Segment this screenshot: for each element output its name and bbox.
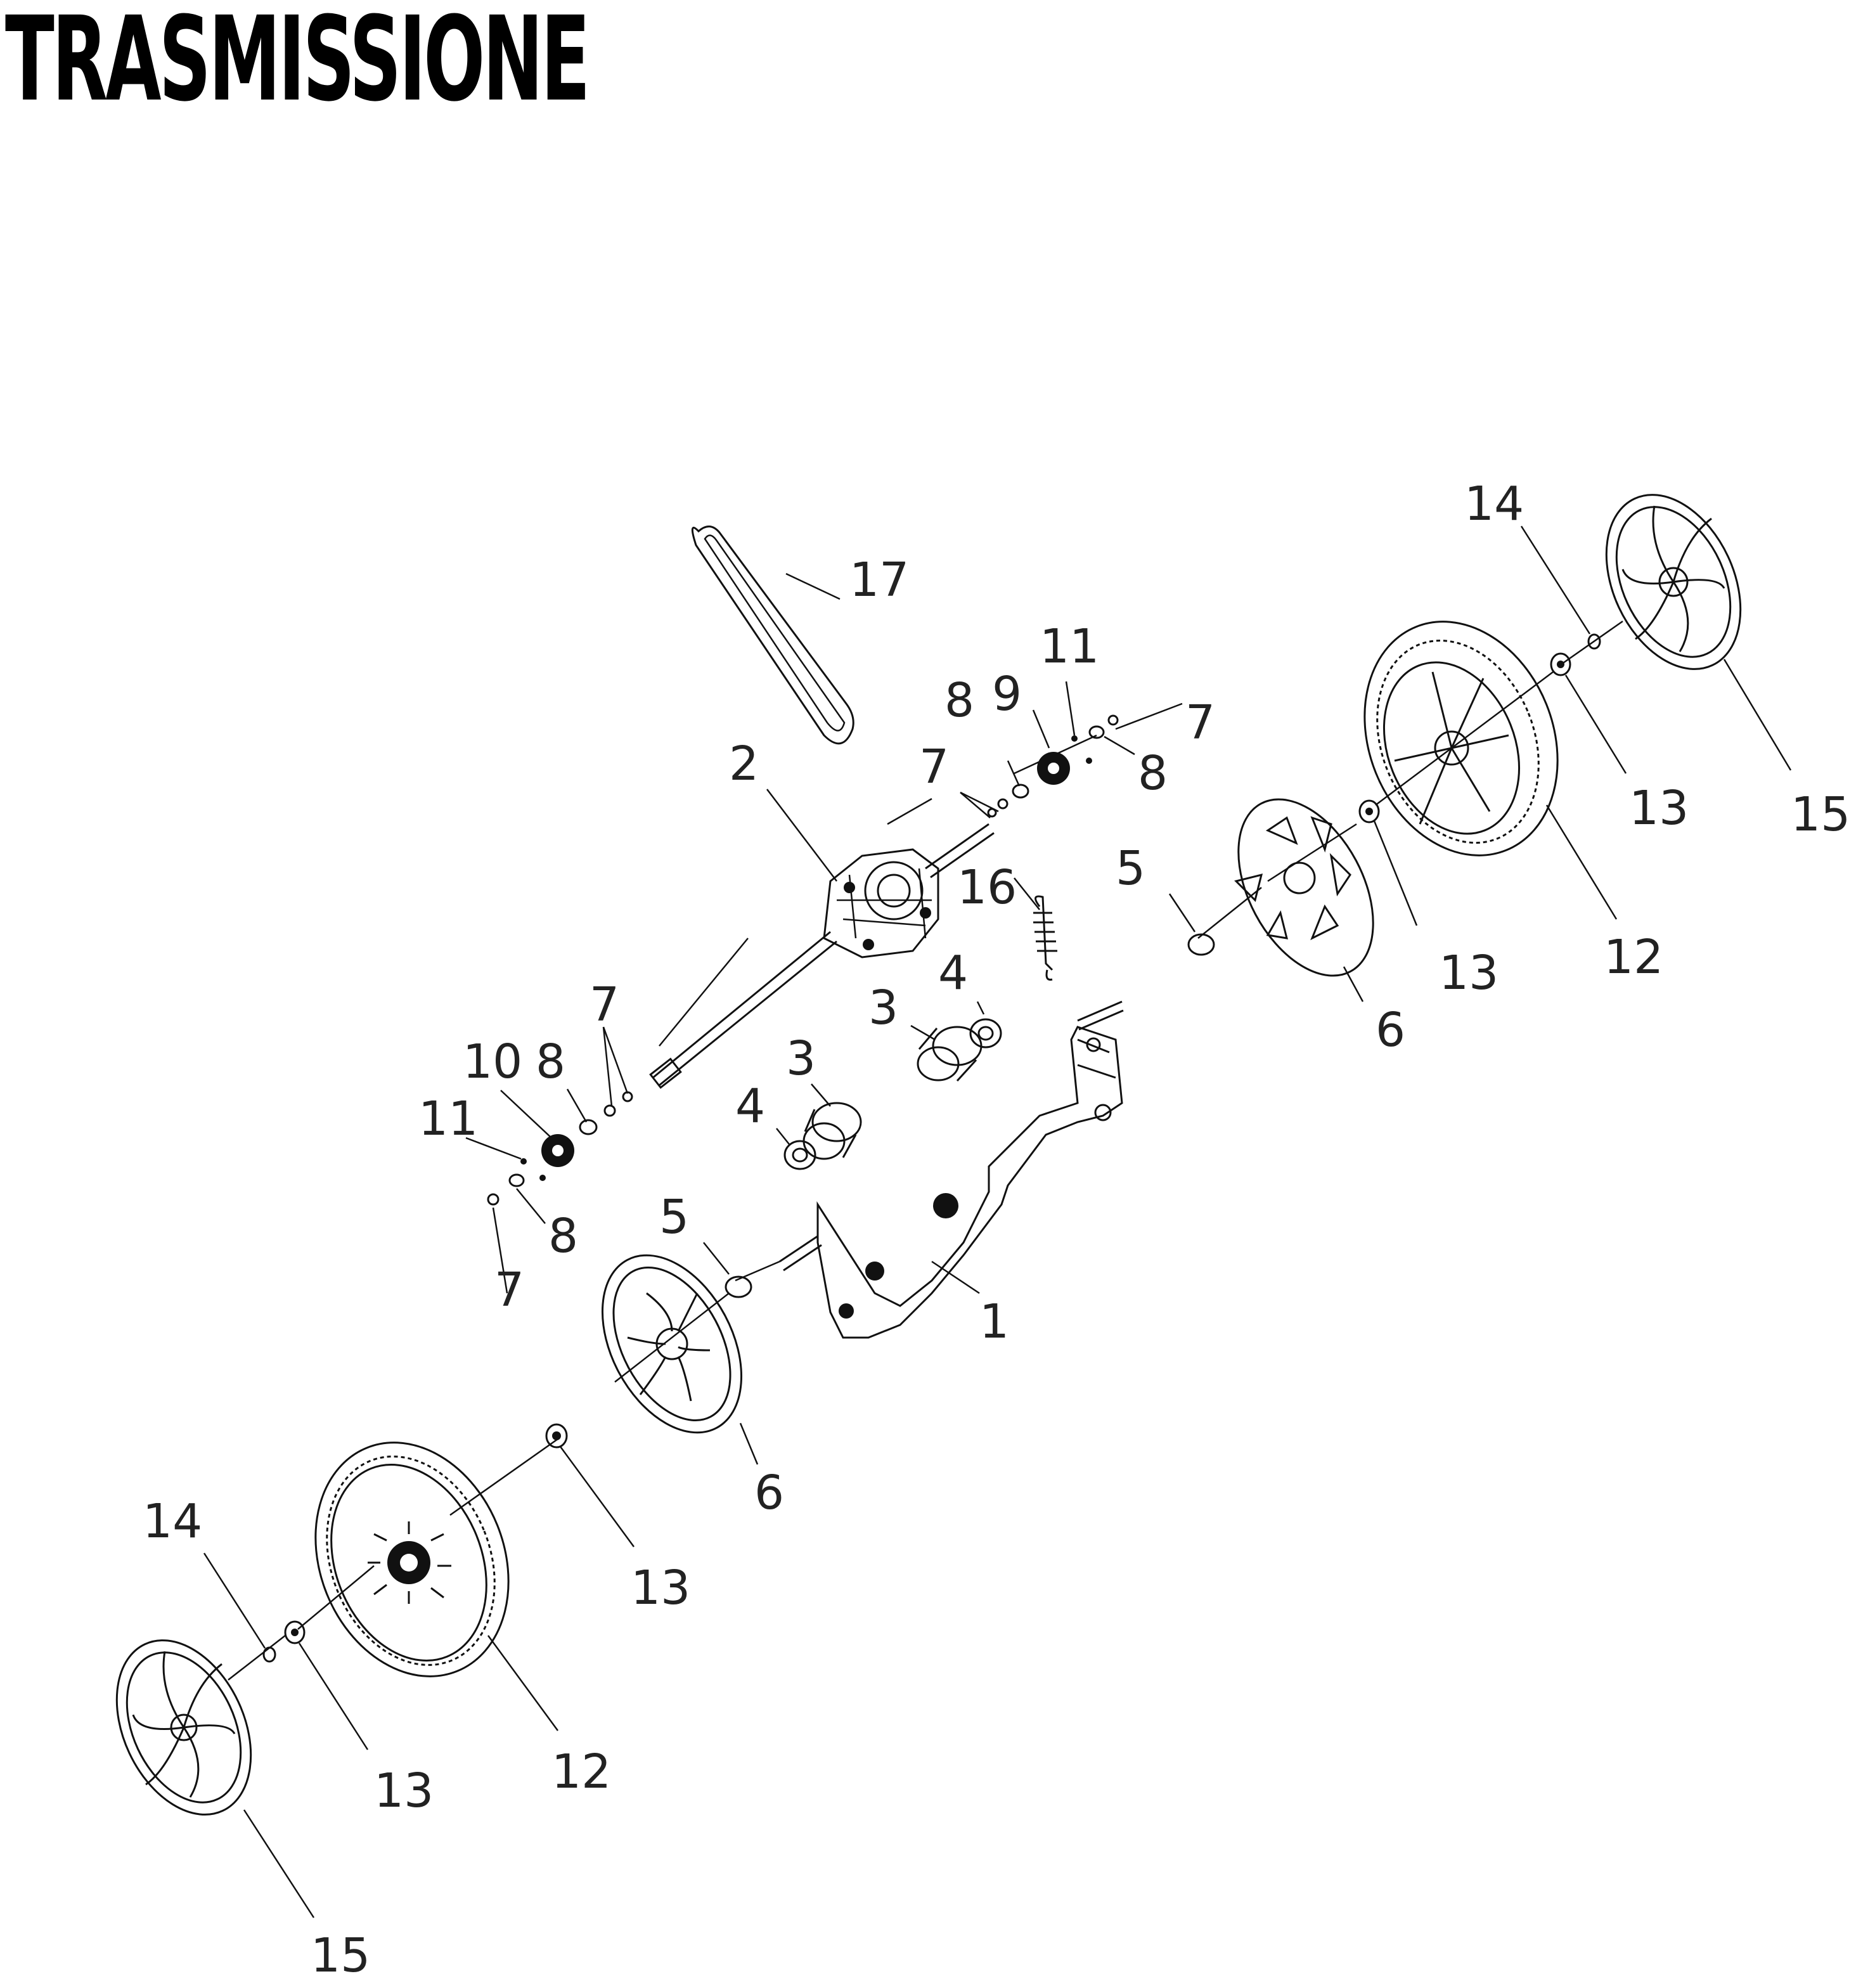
hub-disc-right: [1234, 798, 1374, 977]
callout-13-right-inner: 13: [1439, 946, 1498, 1000]
callout-15-left: 15: [311, 1928, 370, 1983]
callout-13-left-inner: 13: [631, 1561, 690, 1615]
right-pinion-gear: [1037, 752, 1070, 785]
nut-left: [262, 1646, 276, 1663]
bearing-left-outer: [284, 1620, 306, 1644]
callout-12-left: 12: [551, 1745, 611, 1799]
axle-washer-left: [725, 1275, 752, 1298]
callout-13-right-outer: 13: [1629, 781, 1689, 836]
callout-9: 9: [992, 667, 1022, 721]
callout-8-left-lower: 8: [548, 1209, 578, 1263]
callout-14-right: 14: [1464, 477, 1524, 531]
bearing-right-outer: [1550, 652, 1571, 676]
callout-4-lower: 4: [735, 1079, 765, 1133]
right-washers-clips: [987, 714, 1119, 818]
callout-6-right: 6: [1376, 1003, 1405, 1057]
callout-11-right: 11: [1040, 619, 1099, 674]
page-title: TRASMISSIONE: [5, 0, 590, 127]
callout-17: 17: [849, 553, 909, 607]
callout-5-right: 5: [1116, 841, 1145, 896]
callout-5-left: 5: [659, 1190, 689, 1244]
nut-right: [1587, 633, 1601, 650]
callout-16: 16: [957, 860, 1017, 915]
gearbox: [823, 848, 939, 958]
bushing-lower: [802, 1102, 862, 1160]
wheel-left: [314, 1442, 510, 1677]
drive-belt: [691, 526, 854, 745]
callout-15-right: 15: [1791, 787, 1850, 842]
bushing-upper: [917, 1026, 983, 1082]
axle-lever-assembly: [779, 1000, 1124, 1339]
callout-1-axle: 1: [979, 1294, 1009, 1349]
callout-4-upper: 4: [938, 946, 968, 1000]
callout-13-left-outer: 13: [374, 1764, 434, 1818]
callout-7-left-lower: 7: [494, 1263, 524, 1317]
axle-washer-right: [1187, 933, 1215, 956]
left-washers-clips: [487, 1091, 633, 1206]
callout-10: 10: [463, 1035, 522, 1089]
assembly-axis-lines: [228, 620, 1623, 1681]
callout-leaders: [203, 526, 1792, 1918]
callout-3-lower: 3: [786, 1031, 816, 1086]
callout-14-left: 14: [143, 1494, 202, 1549]
washer-upper: [969, 1018, 1002, 1049]
bearing-right-inner: [1358, 799, 1380, 823]
callout-2-gearbox: 2: [729, 737, 759, 791]
washer-lower: [783, 1140, 816, 1170]
wheel-right: [1363, 621, 1559, 856]
callout-11-left: 11: [418, 1092, 478, 1146]
callout-12-right: 12: [1604, 930, 1663, 984]
callout-8-left-upper: 8: [536, 1035, 565, 1089]
left-pinion-gear: [541, 1134, 574, 1167]
hub-disc-left: [601, 1254, 743, 1434]
callout-8-right-upper: 8: [944, 673, 974, 728]
bearing-left-inner: [545, 1423, 568, 1449]
callout-7-right-outer: 7: [1185, 695, 1215, 750]
drive-shaft: [649, 823, 995, 1089]
callout-7-left-upper: 7: [590, 978, 619, 1032]
callout-8-right-lower: 8: [1138, 746, 1168, 801]
hubcap-left: [115, 1639, 252, 1816]
callout-labels: 17 2 11 8 9 7 7 8 16 5 6 4 3 3 4 7 10 8 …: [143, 477, 1850, 1983]
tension-spring: [1033, 895, 1057, 981]
hubcap-right: [1605, 494, 1742, 670]
callout-7-right-inner: 7: [919, 740, 949, 794]
callout-3-upper: 3: [868, 981, 898, 1035]
callout-6-left: 6: [754, 1466, 784, 1520]
